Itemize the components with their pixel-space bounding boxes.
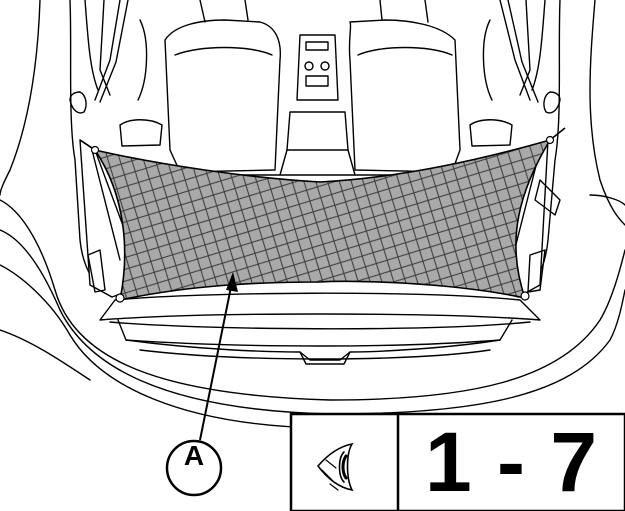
callout-circle [165, 439, 223, 497]
callout-leader-arrow [199, 272, 238, 441]
seat-belts [94, 0, 539, 103]
rear-seats [164, 0, 461, 173]
callout-label-a: A [183, 440, 205, 471]
center-console [239, 34, 391, 176]
figure-number: 1 - 7 [424, 415, 599, 509]
figure-reference-box [289, 412, 625, 511]
eye-icon [316, 442, 354, 492]
cargo-floor [99, 292, 541, 365]
vehicle-body [0, 0, 625, 429]
cargo-net [79, 127, 566, 303]
